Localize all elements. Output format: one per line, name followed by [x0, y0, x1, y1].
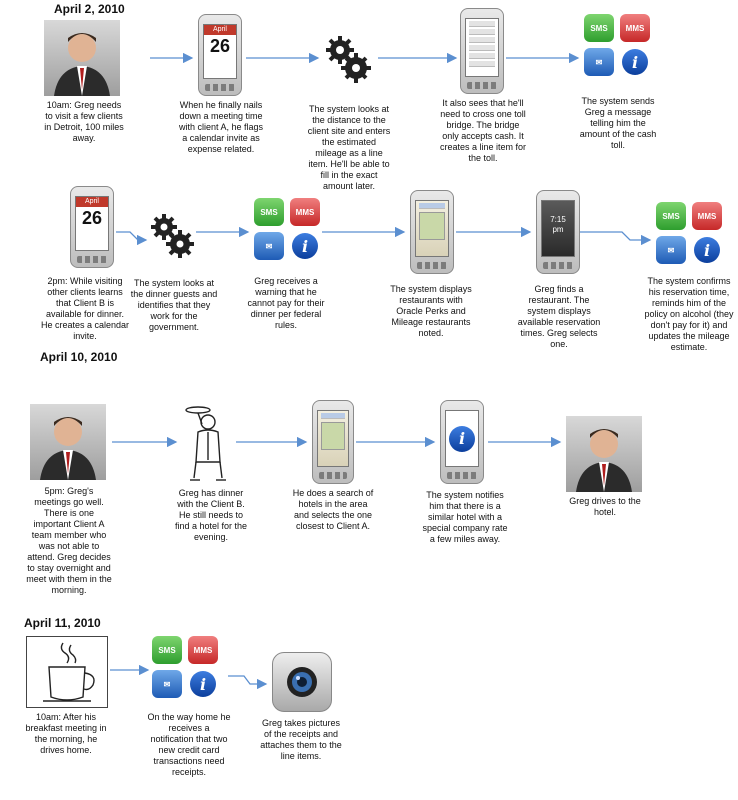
- phone-info-1: i: [440, 400, 484, 484]
- calendar-day: 26: [209, 36, 231, 56]
- sms-icon: SMS: [152, 636, 182, 664]
- step-r4-1-text: 10am: After his breakfast meeting in the…: [25, 712, 107, 755]
- calendar-month: April: [204, 25, 236, 35]
- greg-photo-3: [566, 416, 642, 492]
- arrow-r2-1: [116, 231, 148, 246]
- step-r2-1-text: 2pm: While visiting other clients learns…: [40, 276, 130, 341]
- step-r1-4-text: It also sees that he'll need to cross on…: [439, 98, 527, 163]
- step-r1-1-text: 10am: Greg needs to visit a few clients …: [44, 100, 124, 143]
- messaging-icons-1: SMS MMS ✉ i: [584, 14, 656, 78]
- step-r3-4-text: The system notifies him that there is a …: [422, 490, 508, 544]
- arrow-r2-5: [580, 231, 652, 246]
- person-icon: [54, 33, 110, 96]
- step-r2-5-text: Greg finds a restaurant. The system disp…: [517, 284, 601, 349]
- mail-icon: ✉: [152, 670, 182, 698]
- step-r3-5-text: Greg drives to the hotel.: [569, 496, 641, 517]
- sms-icon: SMS: [656, 202, 686, 230]
- step-r2-3-text: Greg receives a warning that he cannot p…: [247, 276, 325, 330]
- mail-icon: ✉: [656, 236, 686, 264]
- step-r4-2-text: On the way home he receives a notificati…: [147, 712, 231, 777]
- waiter-icon: [180, 402, 234, 482]
- calendar-month: April: [76, 197, 108, 207]
- info-icon: i: [692, 236, 722, 264]
- phone-list-1: [460, 8, 504, 94]
- phone-calendar-1: April 26: [198, 14, 242, 96]
- camera-icon: [272, 652, 332, 712]
- step-r4-3-text: Greg takes pictures of the receipts and …: [260, 718, 342, 761]
- info-icon: i: [620, 48, 650, 76]
- clock-time: 7:15 pm: [550, 215, 566, 234]
- greg-photo-2: [30, 404, 106, 480]
- mail-icon: ✉: [254, 232, 284, 260]
- info-icon: i: [290, 232, 320, 260]
- mms-icon: MMS: [188, 636, 218, 664]
- mms-icon: MMS: [620, 14, 650, 42]
- gears-icon-2: [148, 212, 196, 260]
- step-r2-2-text: The system looks at the dinner guests an…: [130, 278, 218, 332]
- step-r2-4-text: The system displays restaurants with Ora…: [390, 284, 472, 338]
- person-icon: [576, 429, 632, 492]
- step-r3-2-text: Greg has dinner with the Client B. He st…: [174, 488, 248, 542]
- coffee-mug-icon: [26, 636, 108, 708]
- gears-icon-1: [322, 34, 374, 86]
- date-heading-2: April 10, 2010: [40, 350, 118, 364]
- step-r1-3-text: The system looks at the distance to the …: [307, 104, 391, 191]
- phone-clock-1: 7:15 pm: [536, 190, 580, 274]
- step-r3-1-text: 5pm: Greg's meetings go well. There is o…: [26, 486, 112, 595]
- sms-icon: SMS: [584, 14, 614, 42]
- step-r3-3-text: He does a search of hotels in the area a…: [292, 488, 374, 531]
- step-r2-6-text: The system confirms his reservation time…: [644, 276, 734, 352]
- person-icon: [40, 417, 96, 480]
- arrow-r4-2: [228, 675, 268, 690]
- sms-icon: SMS: [254, 198, 284, 226]
- date-heading-3: April 11, 2010: [24, 616, 101, 630]
- greg-photo-1: [44, 20, 120, 96]
- info-icon: i: [188, 670, 218, 698]
- messaging-icons-4: SMS MMS ✉ i: [152, 636, 224, 700]
- calendar-day: 26: [81, 208, 103, 228]
- date-heading-1: April 2, 2010: [54, 2, 125, 16]
- phone-map-2: [312, 400, 354, 484]
- step-r1-2-text: When he finally nails down a meeting tim…: [178, 100, 264, 154]
- phone-map-1: [410, 190, 454, 274]
- mail-icon: ✉: [584, 48, 614, 76]
- messaging-icons-3: SMS MMS ✉ i: [656, 202, 728, 266]
- messaging-icons-2: SMS MMS ✉ i: [254, 198, 326, 262]
- mms-icon: MMS: [692, 202, 722, 230]
- info-icon: i: [449, 425, 475, 452]
- step-r1-5-text: The system sends Greg a message telling …: [579, 96, 657, 150]
- mms-icon: MMS: [290, 198, 320, 226]
- phone-calendar-2: April 26: [70, 186, 114, 268]
